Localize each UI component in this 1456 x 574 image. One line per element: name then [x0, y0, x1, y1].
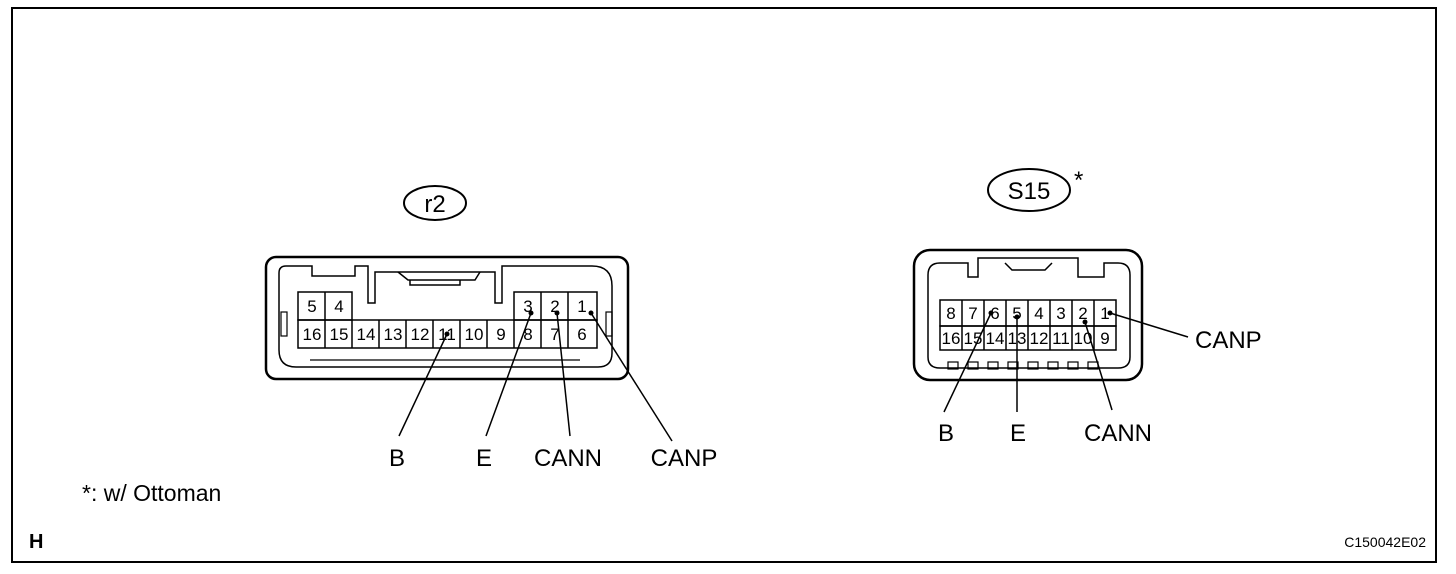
pin-label: 14 [986, 329, 1005, 348]
pin-label: 16 [303, 325, 322, 344]
pin-label: 10 [465, 325, 484, 344]
pin-label: 9 [496, 325, 505, 344]
footnote: *: w/ Ottoman [82, 480, 221, 506]
pin-grid [939, 299, 1117, 351]
pin-cell [297, 319, 598, 349]
terminal-teeth [947, 361, 1099, 370]
connector-inner-outline [278, 265, 613, 368]
signal-labels: CANP B E CANN [938, 327, 1262, 447]
pin-label: 16 [942, 329, 961, 348]
pin-label: 8 [523, 325, 532, 344]
pin-label: 8 [946, 304, 955, 323]
pin-grid [297, 291, 598, 349]
leader-lines [398, 312, 673, 442]
figure-code: C150042E02 [1344, 534, 1426, 550]
side-tab [605, 311, 613, 337]
pin-label: 7 [968, 304, 977, 323]
signal-label-cann: CANN [534, 445, 602, 472]
signal-label-b: B [938, 420, 954, 447]
corner-label: H [29, 531, 43, 553]
pin-label: 11 [1052, 329, 1070, 348]
pin-label: 14 [357, 325, 376, 344]
pin-label: 4 [1034, 304, 1043, 323]
pin-label: 2 [550, 297, 559, 316]
signal-labels: B E CANN CANP [389, 445, 717, 472]
pin-label: 15 [964, 329, 983, 348]
signal-label-cann: CANN [1084, 420, 1152, 447]
pin-label: 6 [577, 325, 586, 344]
pin-label: 1 [577, 297, 586, 316]
connector-tag-oval [987, 168, 1071, 212]
connector-inner-outline [927, 257, 1131, 369]
pin-label: 13 [384, 325, 403, 344]
pin-label: 5 [307, 297, 316, 316]
lead-dots [444, 310, 594, 337]
pin-label: 3 [523, 297, 532, 316]
signal-label-e: E [476, 445, 492, 472]
pin-label: 3 [1056, 304, 1065, 323]
connector-tag-oval [403, 185, 467, 221]
signal-label-canp: CANP [651, 445, 718, 472]
leader-lines [943, 312, 1189, 413]
pin-label: 1 [1100, 304, 1109, 323]
pin-numbers: 8 7 6 5 4 3 2 1 16 15 14 13 12 11 10 9 [942, 304, 1110, 348]
pin-label: 15 [330, 325, 349, 344]
latch [1004, 262, 1053, 271]
pin-label: 10 [1074, 329, 1093, 348]
signal-label-canp: CANP [1195, 327, 1262, 354]
pin-numbers: 5 4 3 2 1 16 15 14 13 12 11 10 9 8 7 6 [303, 297, 587, 344]
pin-label: 6 [990, 304, 999, 323]
signal-label-b: B [389, 445, 405, 472]
signal-label-e: E [1010, 420, 1026, 447]
connector-tag: S15 [1008, 178, 1051, 205]
diagram-frame [11, 7, 1437, 563]
connector-s15: S15 * 8 7 6 5 4 3 [912, 167, 1262, 447]
connector-tag: r2 [424, 191, 445, 218]
pin-label: 12 [411, 325, 430, 344]
pin-label: 7 [550, 325, 559, 344]
side-tab [280, 311, 288, 337]
connector-r2: r2 5 4 3 [264, 185, 717, 472]
pin-label: 4 [334, 297, 343, 316]
pin-label: 5 [1012, 304, 1021, 323]
footnote-mark: * [1074, 167, 1083, 194]
pin-label: 2 [1078, 304, 1087, 323]
latch [397, 271, 481, 286]
pin-label: 9 [1100, 329, 1109, 348]
pin-label: 12 [1030, 329, 1049, 348]
lead-dots [988, 310, 1113, 325]
